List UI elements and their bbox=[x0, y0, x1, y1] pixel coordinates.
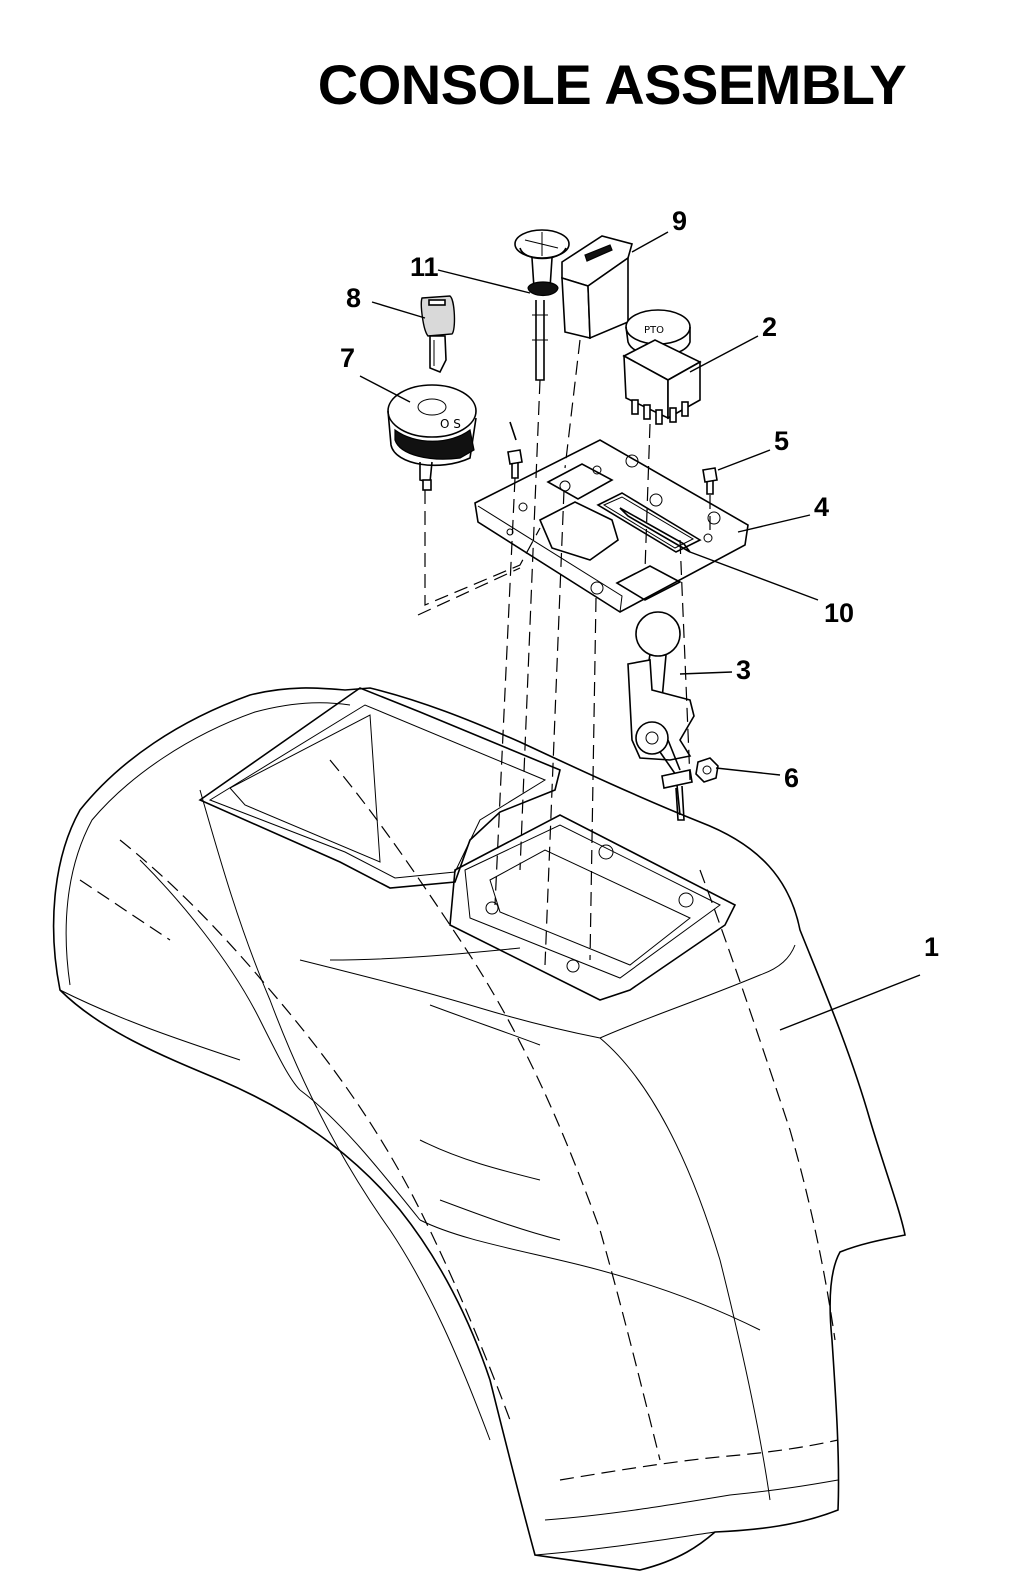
svg-text:PTO: PTO bbox=[644, 325, 664, 336]
svg-text:O S: O S bbox=[440, 417, 461, 431]
callout-6: 6 bbox=[784, 763, 800, 793]
pto-switch: PTO bbox=[622, 309, 702, 425]
leader-lines bbox=[359, 231, 921, 1031]
callout-4: 4 bbox=[814, 492, 830, 522]
callout-5: 5 bbox=[774, 426, 790, 456]
console-housing bbox=[52, 687, 906, 1571]
throttle-lever bbox=[627, 611, 695, 821]
lock-nut bbox=[695, 757, 719, 783]
callout-8: 8 bbox=[346, 283, 362, 313]
screws bbox=[507, 421, 718, 495]
callout-9: 9 bbox=[672, 206, 688, 236]
callout-3: 3 bbox=[736, 655, 752, 685]
rocker-switch bbox=[561, 235, 633, 340]
ignition-switch: O S bbox=[387, 384, 477, 491]
diagram-title: CONSOLE ASSEMBLY bbox=[317, 53, 907, 116]
callout-1: 1 bbox=[924, 932, 940, 962]
assembly-lines bbox=[417, 339, 711, 966]
ignition-key bbox=[420, 295, 456, 374]
callout-11: 11 bbox=[410, 252, 439, 282]
callout-10: 10 bbox=[824, 598, 855, 628]
mounting-plate bbox=[474, 439, 749, 613]
choke-knob bbox=[514, 229, 570, 381]
callout-7: 7 bbox=[340, 343, 356, 373]
callout-2: 2 bbox=[762, 312, 778, 342]
